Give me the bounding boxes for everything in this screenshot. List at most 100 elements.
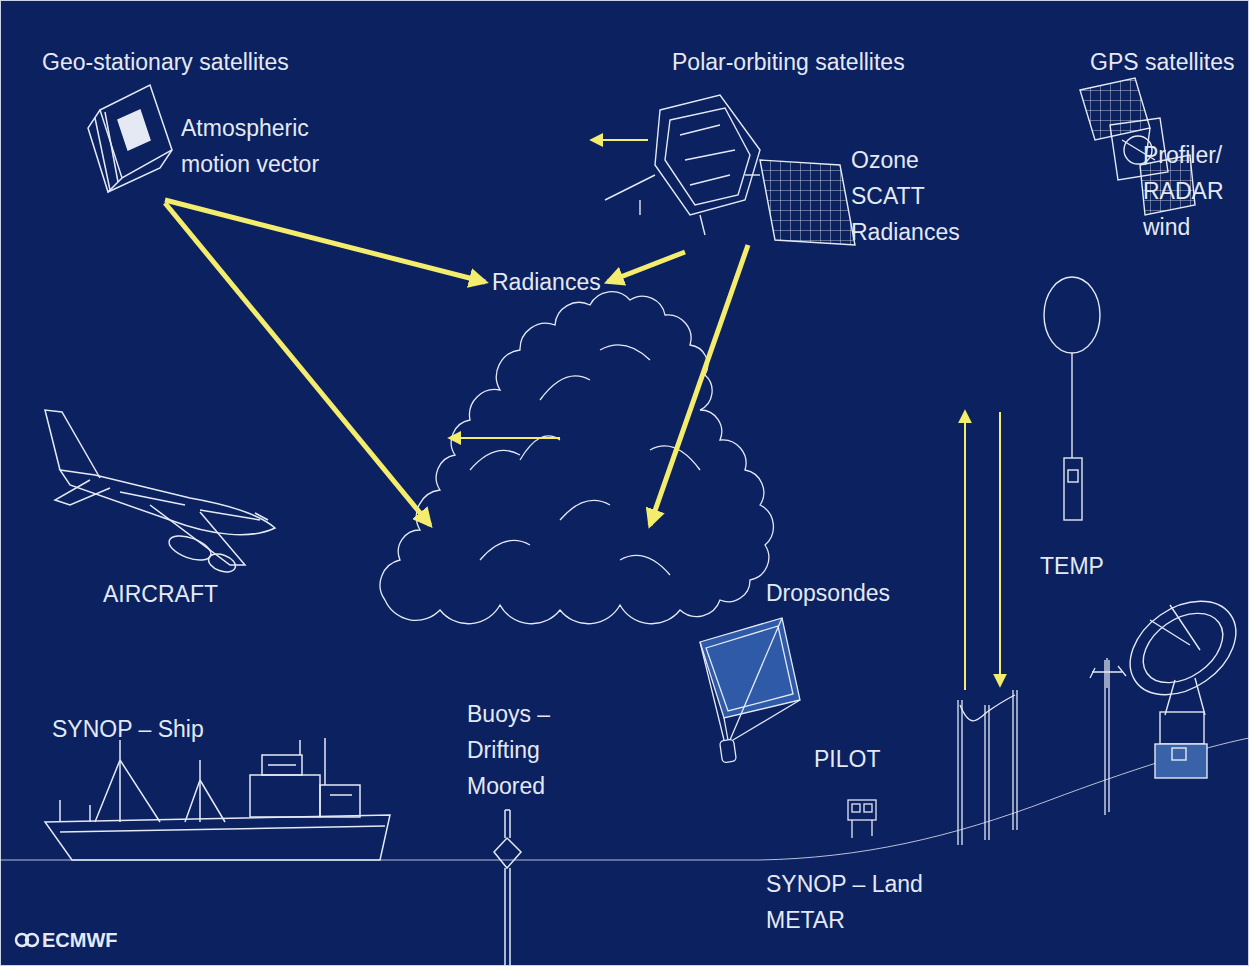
polar-satellite-part — [605, 175, 705, 235]
data-flow-arrow — [165, 200, 485, 282]
logo-text: ECMWF — [42, 925, 118, 955]
polar-satellite-part — [680, 125, 735, 185]
ecmwf-logo-part — [26, 934, 38, 946]
platform-label: SYNOP – Land METAR — [766, 866, 946, 938]
instrument-label: Profiler/ RADAR wind — [1143, 137, 1243, 245]
cloud-part — [480, 540, 530, 560]
ship-part — [120, 738, 325, 822]
aircraft-part — [166, 531, 214, 565]
observation-arrows-part — [592, 139, 648, 141]
polar-satellite-part — [745, 174, 760, 175]
cloud-part — [470, 450, 520, 470]
surface-poles-part — [999, 412, 1001, 685]
cloud-part — [560, 500, 610, 520]
pilot-station-part — [852, 820, 872, 838]
pilot-station-part — [864, 804, 872, 812]
dropsonde-part — [706, 626, 793, 711]
surface-poles — [958, 412, 1017, 845]
aircraft — [45, 410, 275, 575]
radar-dish-part — [1160, 712, 1204, 744]
radar-dish-part — [1150, 605, 1200, 650]
observation-arrows-part — [450, 437, 560, 439]
platform-label: SYNOP – Ship — [52, 711, 204, 747]
aircraft-part — [255, 513, 268, 520]
radar-dish-part — [1130, 599, 1235, 697]
observation-arrows — [165, 140, 748, 525]
radiosonde-balloon-part — [1064, 458, 1082, 520]
aircraft-part — [150, 505, 245, 565]
instrument-label: PILOT — [814, 741, 880, 777]
radar-dish — [1113, 582, 1249, 778]
ecmwf-logo — [16, 934, 38, 946]
geo-satellite-part — [118, 110, 150, 150]
weather-vane-part — [1092, 658, 1122, 688]
satellite-heading: Geo-stationary satellites — [42, 44, 289, 80]
surface-poles-part — [960, 695, 1015, 721]
geo-satellite-group: Geo-stationary satellitesAtmospheric mot… — [40, 40, 335, 200]
polar-satellite-part — [760, 160, 855, 245]
ship-part — [320, 785, 360, 817]
ship-part — [60, 826, 385, 832]
surface-poles-part — [985, 705, 989, 840]
observation-arrows-part — [165, 203, 430, 525]
aircraft-part — [120, 492, 260, 520]
polar-satellite-group: Polar-orbiting satellitesOzone SCATT Rad… — [590, 40, 970, 252]
geo-satellite — [88, 85, 172, 192]
radar-dish-part — [1113, 582, 1249, 714]
product-list: Ozone SCATT Radiances — [851, 142, 966, 250]
radiosonde-balloon — [1044, 277, 1100, 520]
polar-satellite — [605, 95, 855, 245]
pilot-station — [848, 800, 876, 838]
buoy-part — [505, 810, 510, 838]
surface-poles-part — [964, 412, 966, 690]
product-list: Atmospheric motion vector — [181, 110, 331, 182]
cloud-part — [600, 345, 650, 360]
gps-satellite-part — [1080, 78, 1150, 140]
instrument-label: TEMP — [1040, 548, 1104, 584]
weather-vane — [1090, 658, 1126, 815]
radiosonde-balloon-part — [1068, 470, 1078, 482]
dropsonde-part — [720, 739, 737, 763]
product-label: Radiances — [492, 264, 601, 300]
radar-dish-part — [1165, 678, 1205, 715]
cloud-part — [540, 376, 590, 400]
polar-satellite-part — [655, 95, 760, 215]
radar-dish-part — [1172, 748, 1186, 760]
radar-dish-part — [1155, 744, 1207, 778]
weather-vane-part — [1090, 666, 1126, 678]
ship-part — [95, 760, 225, 822]
cloud-part — [620, 555, 670, 575]
satellite-heading: GPS satellites — [1090, 44, 1234, 80]
radiances-target: Radiances — [488, 262, 605, 302]
geo-satellite-part — [108, 150, 172, 192]
platform-label: AIRCRAFT — [103, 576, 218, 612]
buoy-part — [505, 868, 510, 966]
ship — [45, 738, 390, 860]
geo-satellite-part — [100, 85, 172, 178]
pilot-station-part — [848, 800, 876, 820]
dropsonde — [700, 618, 800, 763]
cloud-part — [520, 436, 560, 460]
data-flow-arrow — [608, 252, 685, 282]
radiosonde-balloon-part — [1044, 277, 1100, 353]
satellite-heading: Polar-orbiting satellites — [672, 44, 905, 80]
aircraft-part — [60, 470, 275, 535]
ship-part — [250, 775, 320, 817]
aircraft-part — [45, 410, 100, 478]
surface-poles-part — [958, 700, 962, 845]
aircraft-part — [55, 480, 110, 505]
pilot-station-part — [852, 804, 860, 812]
platform-label: Buoys – Drifting Moored — [467, 696, 567, 804]
buoy-part — [494, 838, 521, 868]
ship-part — [268, 765, 352, 795]
polar-satellite-part — [665, 108, 750, 205]
ship-part — [60, 800, 90, 822]
dropsonde-part — [700, 618, 800, 740]
surface-poles-part — [1013, 690, 1017, 830]
buoy — [494, 810, 521, 966]
geo-satellite-part — [95, 112, 118, 190]
